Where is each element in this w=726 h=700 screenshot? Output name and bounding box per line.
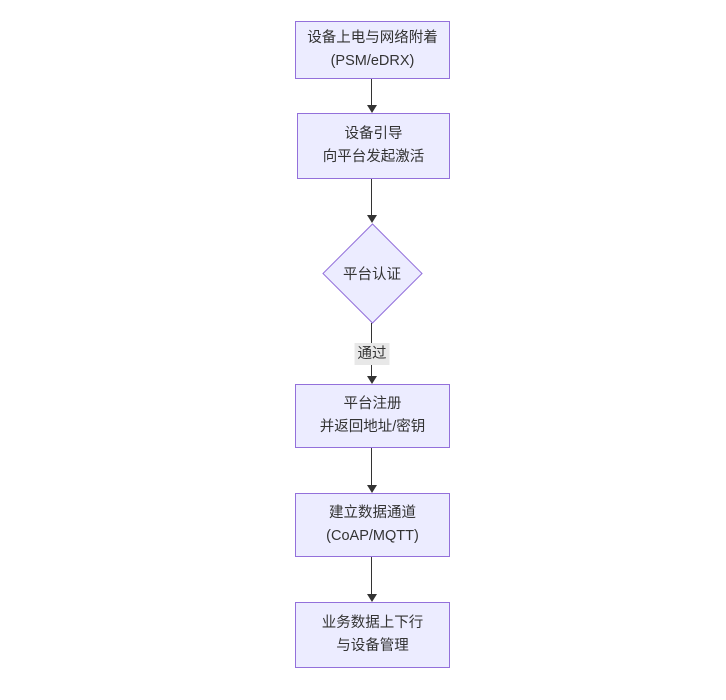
- flow-node-business-data: 业务数据上下行 与设备管理: [295, 602, 450, 668]
- edge-line: [371, 179, 372, 215]
- decision-label: 平台认证: [343, 266, 401, 283]
- node-line: 向平台发起激活: [322, 149, 425, 165]
- flow-decision-platform-auth: 平台认证: [321, 222, 423, 324]
- node-text: 平台注册 并返回地址/密钥: [320, 393, 426, 439]
- edge-line: [371, 448, 372, 485]
- arrowhead-icon: [367, 485, 377, 493]
- node-text: 业务数据上下行 与设备管理: [322, 612, 424, 658]
- node-text: 建立数据通道 (CoAP/MQTT): [326, 502, 419, 548]
- arrowhead-icon: [367, 594, 377, 602]
- node-line: (CoAP/MQTT): [326, 528, 419, 544]
- flow-node-data-channel: 建立数据通道 (CoAP/MQTT): [295, 493, 450, 557]
- node-line: 业务数据上下行: [321, 615, 424, 631]
- node-line: 设备上电与网络附着: [307, 30, 438, 46]
- node-line: 平台注册: [343, 396, 402, 412]
- edge-line: [371, 79, 372, 106]
- arrowhead-icon: [367, 376, 377, 384]
- node-line: (PSM/eDRX): [330, 53, 415, 69]
- node-line: 设备引导: [344, 126, 403, 142]
- flow-node-power-attach: 设备上电与网络附着 (PSM/eDRX): [295, 21, 450, 79]
- arrowhead-icon: [367, 105, 377, 113]
- node-line: 与设备管理: [336, 638, 409, 654]
- edge-line: [371, 557, 372, 594]
- node-line: 并返回地址/密钥: [319, 419, 426, 435]
- node-text: 设备上电与网络附着 (PSM/eDRX): [307, 27, 438, 73]
- arrowhead-icon: [367, 215, 377, 223]
- node-text: 设备引导 向平台发起激活: [323, 123, 425, 169]
- flow-node-bootstrap-activate: 设备引导 向平台发起激活: [297, 113, 450, 179]
- edge-label-pass: 通过: [354, 343, 390, 365]
- node-line: 建立数据通道: [328, 505, 416, 521]
- flow-node-platform-register: 平台注册 并返回地址/密钥: [295, 384, 450, 448]
